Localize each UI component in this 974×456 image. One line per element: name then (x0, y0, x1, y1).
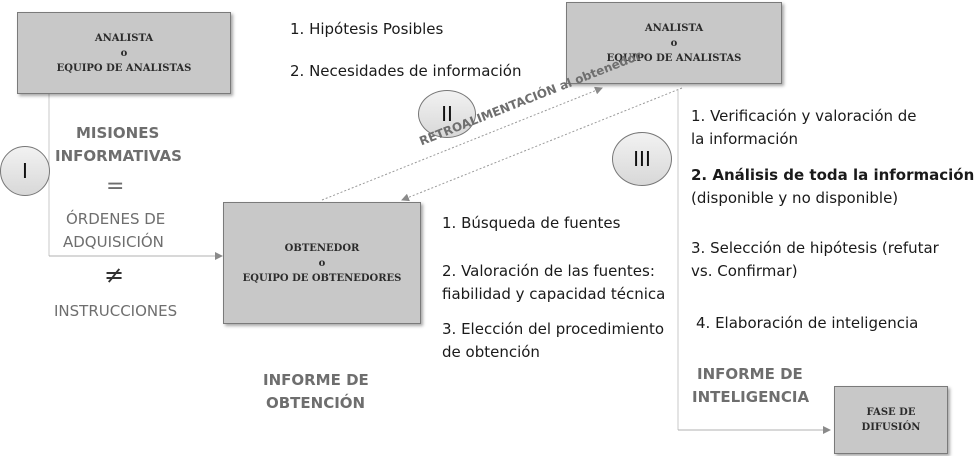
collector-box-connector: o (318, 257, 326, 269)
collector-step-2b: fiabilidad y capacidad técnica (442, 285, 666, 303)
collector-step-3a: 3. Elección del procedimiento (442, 320, 665, 338)
equals-sign: = (106, 174, 125, 199)
analysis-step-4: 4. Elaboración de inteligencia (696, 314, 919, 332)
analyst-box-team: EQUIPO DE ANALISTAS (56, 62, 192, 74)
analyst-box-connector: o (120, 47, 128, 59)
dissemination-box: FASE DE DIFUSIÓN (834, 386, 948, 454)
analyst-box-top-left: ANALISTA o EQUIPO DE ANALISTAS (17, 12, 231, 94)
analyst-box-label: ANALISTA (644, 22, 704, 34)
analysis-step-2b: (disponible y no disponible) (691, 189, 899, 207)
missions-label-2: INFORMATIVAS (55, 147, 182, 165)
analysis-step-2a: 2. Análisis de toda la información (691, 166, 974, 184)
analysis-step-3b: vs. Confirmar) (691, 262, 798, 280)
missions-label-1: MISIONES (76, 124, 160, 142)
analyst-box-team: EQUIPO DE ANALISTAS (606, 52, 742, 64)
orders-label-1: ÓRDENES DE (66, 210, 166, 228)
collector-box-label: OBTENEDOR (284, 242, 360, 254)
dissemination-line2: DIFUSIÓN (861, 422, 921, 433)
instructions-label: INSTRUCCIONES (54, 302, 178, 320)
intelligence-report-label-2: INTELIGENCIA (692, 388, 810, 406)
analyst-box-label: ANALISTA (94, 32, 154, 44)
collector-box: OBTENEDOR o EQUIPO DE OBTENEDORES (223, 202, 421, 324)
collection-report-label-1: INFORME DE (263, 371, 369, 389)
analysis-step-3a: 3. Selección de hipótesis (refutar (691, 239, 939, 257)
phase2-item-1: 1. Hipótesis Posibles (290, 20, 444, 38)
analysis-step-1b: la información (691, 130, 799, 148)
collector-step-3b: de obtención (442, 343, 540, 361)
phase-three-marker: III (612, 132, 672, 186)
intelligence-report-label-1: INFORME DE (697, 365, 803, 383)
phase2-item-2: 2. Necesidades de información (290, 62, 522, 80)
collector-step-1: 1. Búsqueda de fuentes (442, 214, 621, 232)
collector-box-team: EQUIPO DE OBTENEDORES (242, 272, 402, 284)
dissemination-line1: FASE DE (866, 407, 916, 418)
analyst-box-connector: o (670, 37, 678, 49)
analysis-step-1a: 1. Verificación y valoración de (691, 107, 917, 125)
collection-report-label-2: OBTENCIÓN (266, 394, 366, 412)
phase-one-marker: I (0, 146, 50, 196)
phase-two-marker: II (418, 90, 476, 138)
collector-step-2a: 2. Valoración de las fuentes: (442, 262, 655, 280)
orders-label-2: ADQUISICIÓN (63, 233, 164, 251)
not-equal-sign: ≠ (104, 261, 125, 289)
analyst-box-top-right: ANALISTA o EQUIPO DE ANALISTAS (566, 2, 782, 84)
